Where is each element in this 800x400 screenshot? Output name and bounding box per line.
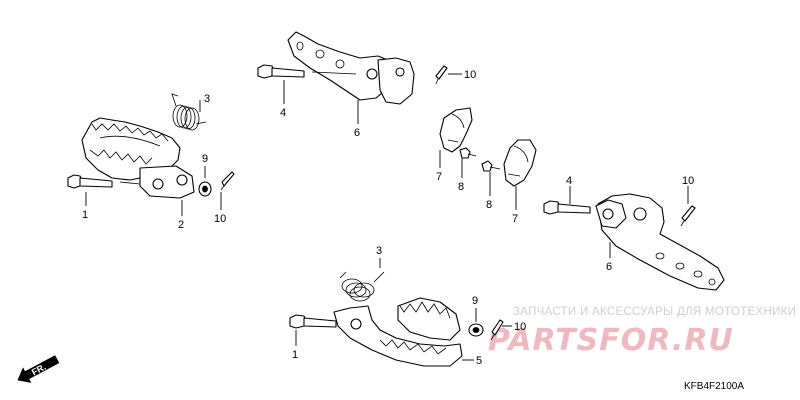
callout-1-left: 1 <box>82 209 88 221</box>
footpeg-bottom <box>333 297 463 367</box>
leader-lines <box>85 73 689 361</box>
front-direction-arrow: FR. <box>17 355 60 383</box>
callout-5: 5 <box>476 355 482 367</box>
washer-left <box>198 181 212 197</box>
bracket-top <box>287 31 415 105</box>
callout-10-bottom: 10 <box>514 321 526 333</box>
bracket-right <box>595 193 725 291</box>
callout-6-right: 6 <box>606 261 612 273</box>
callout-6-top: 6 <box>354 127 360 139</box>
pin-left <box>67 174 141 189</box>
callout-9-bottom: 9 <box>472 295 478 307</box>
pin-right <box>543 200 591 215</box>
callout-8-left: 8 <box>458 181 464 193</box>
callout-4-top: 4 <box>280 107 286 119</box>
callout-1-bottom: 1 <box>292 349 298 361</box>
pin-top <box>257 64 357 79</box>
callout-10-left: 10 <box>214 213 226 225</box>
callout-10-top: 10 <box>464 69 476 81</box>
callout-3-left: 3 <box>204 93 210 105</box>
cotter-pin-bottom <box>490 319 504 341</box>
mount-center-left <box>439 107 473 153</box>
callout-8-right: 8 <box>486 199 492 211</box>
callout-7-left: 7 <box>436 171 442 183</box>
diagram-code: KFB4F2100A <box>684 381 744 392</box>
footpeg-left <box>81 117 195 199</box>
mount-center-right <box>503 139 537 187</box>
watermark-tagline: ЗАПЧАСТИ И АКСЕССУАРЫ ДЛЯ МОТОТЕХНИКИ <box>513 306 796 318</box>
spring-bottom <box>339 271 385 302</box>
callout-4-right: 4 <box>566 175 572 187</box>
pin-bottom <box>289 314 337 329</box>
arrow-left-icon <box>17 355 60 383</box>
bolt-center-left <box>459 147 477 159</box>
callout-10-right: 10 <box>682 175 694 187</box>
watermark-logo: PARTSFOR.RU <box>488 323 734 358</box>
callout-2: 2 <box>178 219 184 231</box>
bolt-center-right <box>481 160 501 172</box>
callout-3-bottom: 3 <box>376 245 382 257</box>
callout-9-left: 9 <box>202 153 208 165</box>
cotter-pin-left <box>220 171 235 191</box>
callout-7-right: 7 <box>512 213 518 225</box>
spring-left <box>171 93 207 131</box>
washer-bottom <box>468 323 484 337</box>
cotter-pin-right <box>680 205 696 227</box>
cotter-pin-top <box>435 65 448 85</box>
callout-numbers: 1 2 3 9 10 4 6 10 7 8 8 7 4 10 6 3 1 9 1… <box>82 69 694 367</box>
